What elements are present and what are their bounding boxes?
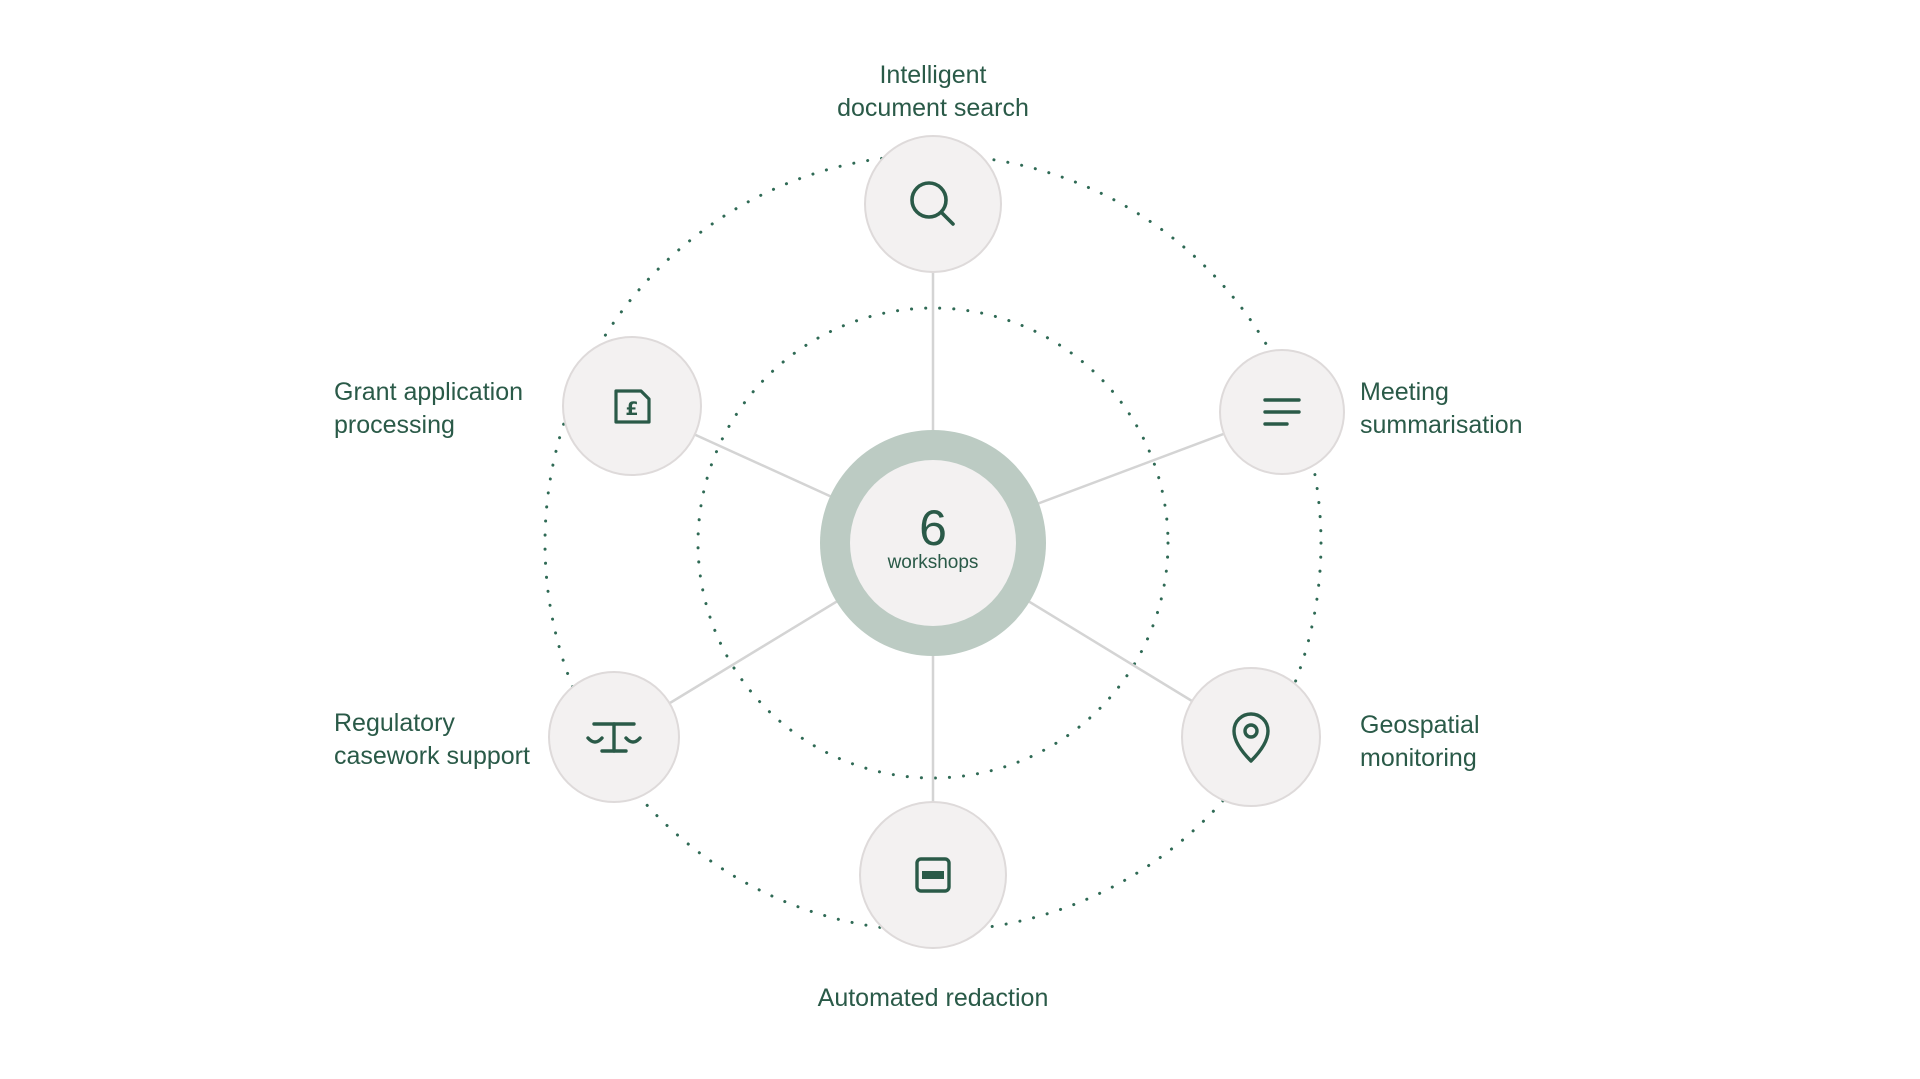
node-geo	[1181, 667, 1321, 807]
pound-document-icon: £	[614, 389, 651, 424]
outer-dotted-ring	[543, 153, 1323, 933]
label-line: Meeting	[1360, 378, 1449, 406]
center-hub: 6 workshops	[820, 430, 1046, 656]
label-line: summarisation	[1360, 411, 1523, 439]
label-search: Intelligent document search	[783, 59, 1083, 125]
inner-dotted-ring	[696, 306, 1170, 780]
lines-icon	[1263, 398, 1301, 426]
label-line: document search	[837, 94, 1029, 122]
center-core	[850, 460, 1016, 626]
node-circle	[864, 135, 1002, 273]
label-line: Automated redaction	[817, 984, 1049, 1012]
center-count: 6	[919, 500, 947, 556]
node-circle	[562, 336, 702, 476]
node-grant: £	[562, 336, 702, 476]
label-line: casework support	[334, 742, 530, 770]
node-regulatory	[548, 671, 680, 803]
label-grant: Grant application processing	[334, 376, 523, 442]
location-pin-icon	[1232, 712, 1270, 763]
label-line: processing	[334, 411, 455, 439]
node-redaction	[859, 801, 1007, 949]
label-line: Regulatory	[334, 709, 455, 737]
scales-icon	[586, 722, 642, 753]
center-caption: workshops	[887, 552, 979, 573]
label-redaction: Automated redaction	[783, 982, 1083, 1015]
label-line: Geospatial	[1360, 711, 1480, 739]
label-line: monitoring	[1360, 744, 1477, 772]
search-icon	[910, 181, 955, 226]
label-regulatory: Regulatory casework support	[334, 707, 530, 773]
label-meeting: Meeting summarisation	[1360, 376, 1523, 442]
label-geo: Geospatial monitoring	[1360, 709, 1480, 775]
svg-text:£: £	[625, 398, 638, 420]
label-line: Intelligent	[879, 61, 987, 89]
redaction-icon	[915, 857, 951, 893]
node-search	[864, 135, 1002, 273]
label-line: Grant application	[334, 378, 524, 406]
node-meeting	[1219, 349, 1345, 475]
